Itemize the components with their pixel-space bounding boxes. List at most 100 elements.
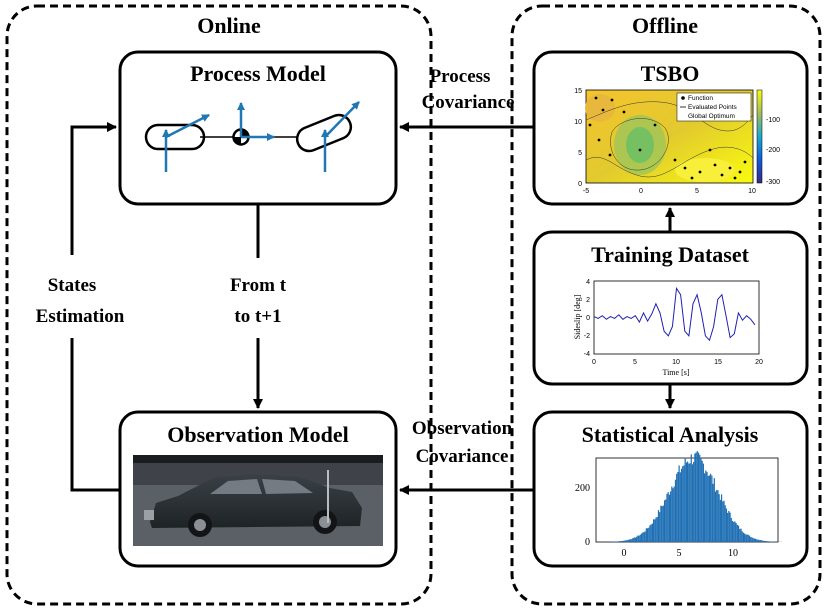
histogram-bar xyxy=(665,499,667,542)
histogram-y-tick: 200 xyxy=(575,483,590,494)
histogram-bar xyxy=(620,541,622,542)
histogram-bar xyxy=(662,505,664,542)
histogram-bar xyxy=(751,537,753,542)
histogram-bar xyxy=(674,479,677,542)
states-estimation-label-1: States xyxy=(48,275,97,296)
histogram-bar xyxy=(765,541,768,542)
sideslip-x-tick: 5 xyxy=(633,359,637,366)
sideslip-x-tick: 0 xyxy=(592,359,596,366)
histogram-bar xyxy=(717,490,719,542)
sideslip-x-tick: 15 xyxy=(714,359,722,366)
histogram-bar xyxy=(725,508,728,542)
histogram-bar xyxy=(637,535,639,542)
histogram-bar xyxy=(682,466,684,542)
histogram-x-tick: 0 xyxy=(622,548,627,559)
histogram-bar xyxy=(644,531,646,542)
tsbo-title: TSBO xyxy=(641,61,700,86)
histogram-bar xyxy=(678,465,680,542)
car-photo xyxy=(133,455,383,546)
histogram-bar xyxy=(655,517,657,542)
histogram-bar xyxy=(729,512,731,542)
histogram-bar xyxy=(742,532,745,542)
histogram-bar xyxy=(696,451,698,542)
histogram-bar xyxy=(739,528,741,542)
histogram-bar xyxy=(667,492,669,542)
histogram-bar xyxy=(680,468,683,542)
sideslip-series-line xyxy=(593,286,756,342)
histogram-bar xyxy=(750,537,752,542)
histogram-bar xyxy=(621,541,623,542)
histogram-bar xyxy=(714,491,717,542)
histogram-bar xyxy=(625,540,627,542)
sideslip-x-label: Time [s] xyxy=(662,368,689,377)
online-title: Online xyxy=(197,13,261,38)
histogram-y-tick: 0 xyxy=(585,537,590,548)
histogram-bar xyxy=(654,519,656,542)
histogram-bar xyxy=(632,537,634,542)
offline-title: Offline xyxy=(632,13,698,38)
tsbo-y-tick: 5 xyxy=(578,150,582,157)
sideslip-y-tick: -4 xyxy=(584,351,590,358)
histogram-bar xyxy=(687,461,689,542)
online-region xyxy=(5,4,433,606)
histogram-bar xyxy=(756,539,758,542)
histogram-bar xyxy=(713,478,715,542)
histogram-bar xyxy=(722,501,724,542)
histogram-bar xyxy=(763,540,765,542)
histogram-bar xyxy=(640,533,643,542)
histogram-bar xyxy=(712,483,714,542)
histogram-bar xyxy=(626,540,628,542)
tsbo-cbar-tick: -100 xyxy=(766,117,780,124)
tsbo-x-tick: 5 xyxy=(695,188,699,195)
histogram-bar xyxy=(638,535,640,542)
histogram-bar xyxy=(634,537,637,542)
states-estimation-arrow xyxy=(70,127,120,492)
histogram-bar xyxy=(734,521,736,542)
statistical-analysis-title: Statistical Analysis xyxy=(582,422,759,447)
histogram-bar xyxy=(747,534,749,542)
sideslip-x-tick: 10 xyxy=(672,359,680,366)
histogram-bar xyxy=(685,462,687,542)
histogram-bar xyxy=(718,494,720,542)
histogram-bar xyxy=(767,541,769,542)
histogram-bar xyxy=(744,533,746,542)
histogram-bar xyxy=(639,534,641,542)
histogram-bar xyxy=(651,523,654,542)
histogram-bar xyxy=(642,532,644,542)
histogram-bar xyxy=(683,465,685,542)
tsbo-y-tick: 15 xyxy=(574,88,582,95)
tsbo-x-tick: 0 xyxy=(639,188,643,195)
tsbo-contour-plot: Function Evaluated Points Global Optimum… xyxy=(574,88,780,195)
observation-model-title: Observation Model xyxy=(167,422,349,447)
histogram-bar xyxy=(615,541,617,542)
histogram-bar xyxy=(619,541,621,542)
histogram-bar xyxy=(707,475,709,542)
histogram-bar xyxy=(770,541,772,542)
histogram-bar xyxy=(672,488,674,542)
histogram-bar xyxy=(769,541,771,542)
histogram-bar xyxy=(762,540,764,542)
histogram-bar xyxy=(759,540,762,542)
histogram-bar xyxy=(757,539,759,542)
histogram-bar xyxy=(764,541,766,542)
histogram-bar xyxy=(693,461,695,542)
histogram-bar xyxy=(649,525,651,542)
tsbo-y-tick: 10 xyxy=(574,119,582,126)
histogram-bar xyxy=(643,532,645,542)
histogram-bar xyxy=(668,494,671,542)
histogram-bar xyxy=(646,528,649,542)
states-estimation-label-2: Estimation xyxy=(36,306,125,327)
sideslip-y-tick: 4 xyxy=(586,279,590,286)
offline-region xyxy=(510,4,822,606)
histogram-bar xyxy=(663,500,666,542)
sideslip-x-tick: 20 xyxy=(755,359,763,366)
histogram-bar xyxy=(633,537,635,542)
histogram-bar xyxy=(653,519,655,542)
histogram-bar xyxy=(629,539,632,542)
histogram-bar xyxy=(622,540,624,542)
histogram-bar xyxy=(691,464,694,542)
histogram-bar xyxy=(745,534,747,542)
histogram-bar xyxy=(661,506,663,542)
histogram-bar xyxy=(659,512,661,542)
